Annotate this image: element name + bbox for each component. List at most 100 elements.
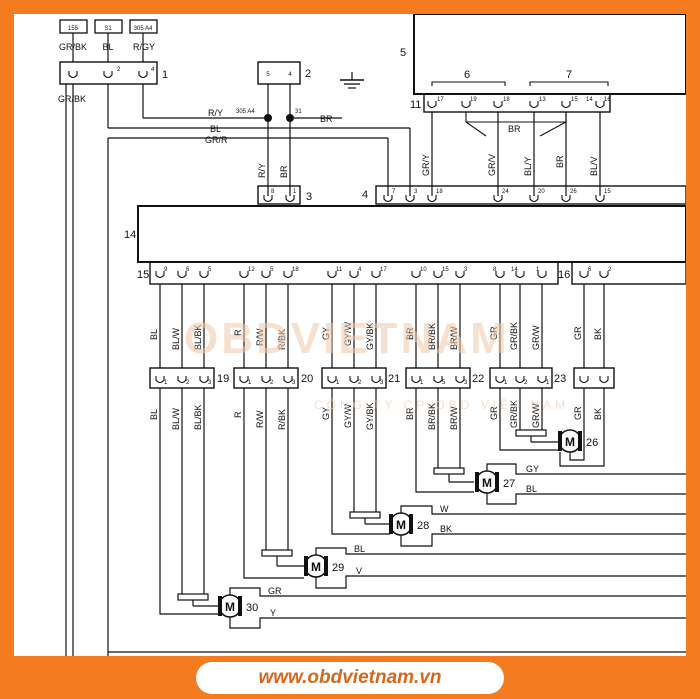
wire-label: BL/Y — [523, 156, 533, 176]
wire-label: BR/W — [449, 406, 459, 430]
connector-11-pins: 17 19 18 13 15 14 16 — [427, 97, 611, 109]
callout-3: 3 — [306, 191, 312, 203]
pin-label: 4 — [151, 67, 155, 73]
pin-label: 1 — [420, 380, 424, 386]
wire-label: R/Y — [208, 108, 223, 118]
wire-label: 31 — [295, 109, 302, 115]
callout-20: 20 — [301, 373, 313, 385]
wire-label: BR — [405, 407, 415, 420]
watermark-subtitle: CÔNG TY CP OBD VIỆT NAM — [314, 398, 570, 412]
wire-label: R/BK — [277, 409, 287, 430]
connector-4 — [375, 185, 686, 205]
callout-1: 1 — [162, 69, 168, 81]
pin-label: 15 — [604, 189, 611, 195]
wire-label: BL/V — [589, 156, 599, 176]
pin-label: 19 — [470, 97, 477, 103]
wire-label: GY/W — [343, 403, 353, 428]
wire-label: R/GY — [133, 42, 155, 52]
wire-label: 305 A4 — [236, 109, 255, 115]
footer-pill — [196, 662, 504, 694]
pin-label: 5 — [208, 267, 212, 273]
connector-11 — [423, 93, 611, 113]
callout-30: 30 — [246, 602, 258, 614]
callout-5: 5 — [400, 47, 406, 59]
wire-label: R/W — [255, 410, 265, 428]
wire-label: BL/BK — [193, 404, 203, 430]
pin-label: 1 — [504, 380, 508, 386]
wire-label: BK — [593, 328, 603, 340]
wire-label: GY — [321, 407, 331, 420]
pin-label: 15 — [442, 267, 449, 273]
wire-label: BK — [593, 408, 603, 420]
wire-label: GR/BK — [509, 400, 519, 428]
fuse-label: 305 A4 — [134, 26, 153, 32]
connector-16-lower — [573, 367, 615, 389]
wire-label: BL — [149, 409, 159, 420]
motor-30: M — [218, 594, 242, 618]
motor-26: M — [558, 429, 582, 453]
pin-label: 8 — [493, 267, 497, 273]
callout-27: 27 — [503, 478, 515, 490]
wire-label: BR — [279, 165, 289, 178]
wire-label: BR — [320, 114, 333, 124]
connector-22: 1 5 3 — [405, 367, 471, 389]
ground-icon — [340, 72, 364, 89]
wire-label: GR — [268, 586, 282, 596]
fuse-label: S1 — [104, 26, 112, 32]
pin-label: 10 — [420, 267, 427, 273]
wire-label: R/Y — [257, 163, 267, 178]
pin-label: 15 — [571, 97, 578, 103]
pin-label: 1 — [164, 380, 168, 386]
wire-label: Y — [270, 608, 276, 618]
callout-23: 23 — [554, 373, 566, 385]
wire-label: GY — [526, 464, 539, 474]
callout-26: 26 — [586, 437, 598, 449]
pin-label: 3 — [464, 267, 468, 273]
callout-2: 2 — [305, 68, 311, 80]
wire-label: BR/W — [449, 326, 459, 350]
pin-label: 18 — [436, 189, 443, 195]
callout-11: 11 — [410, 99, 421, 111]
wiring-diagram: 155 S1 305 A4 GR/BK BL R/GY 2 4 1 GR/BK … — [58, 14, 686, 656]
wire-label: GY/BK — [365, 402, 375, 430]
wire-label: BL — [526, 484, 537, 494]
wire-label: BR — [555, 155, 565, 168]
pin-label: 3 — [292, 380, 296, 386]
wire-label: R/BK — [277, 329, 287, 350]
pin-label: 11 — [336, 267, 343, 273]
callout-21: 21 — [388, 373, 400, 385]
callout-4: 4 — [362, 189, 368, 201]
fuse-label: 155 — [68, 26, 79, 32]
connector-3 — [257, 185, 301, 205]
pin-label: 6 — [588, 267, 592, 273]
fuse-labels: 155 S1 305 A4 — [59, 19, 158, 34]
footer-url-link[interactable]: www.obdvietnam.vn — [258, 667, 442, 688]
motor-28: M — [389, 512, 413, 536]
pin-label: 5 — [442, 380, 446, 386]
pin-label: 2 — [270, 380, 274, 386]
callout-16: 16 — [558, 269, 570, 281]
pin-label: 4 — [288, 72, 292, 78]
wire-label: BK — [440, 524, 452, 534]
wire-label: R — [233, 411, 243, 418]
motor-symbol: M — [396, 518, 406, 532]
wire-label: GR — [489, 406, 499, 420]
pin-label: 13 — [539, 97, 546, 103]
motor-symbol: M — [311, 560, 321, 574]
pin-label: 2 — [186, 380, 190, 386]
wire-label: W — [440, 504, 449, 514]
wire-label: GR/W — [531, 403, 541, 428]
pin-label: 8 — [271, 189, 275, 195]
wire-label: GR — [573, 326, 583, 340]
pin-label: 16 — [604, 97, 611, 103]
motor-29: M — [304, 554, 328, 578]
wire-label: BR/BK — [427, 323, 437, 350]
motor-27: M — [475, 470, 499, 494]
wire-label: BL/BK — [193, 324, 203, 350]
pin-label: 14 — [586, 97, 593, 103]
pin-label: 7 — [392, 189, 396, 195]
connector-21: 1 2 3 — [321, 367, 387, 389]
pin-label: 4 — [358, 267, 362, 273]
wire-label: GR/Y — [421, 154, 431, 176]
callout-28: 28 — [417, 520, 429, 532]
